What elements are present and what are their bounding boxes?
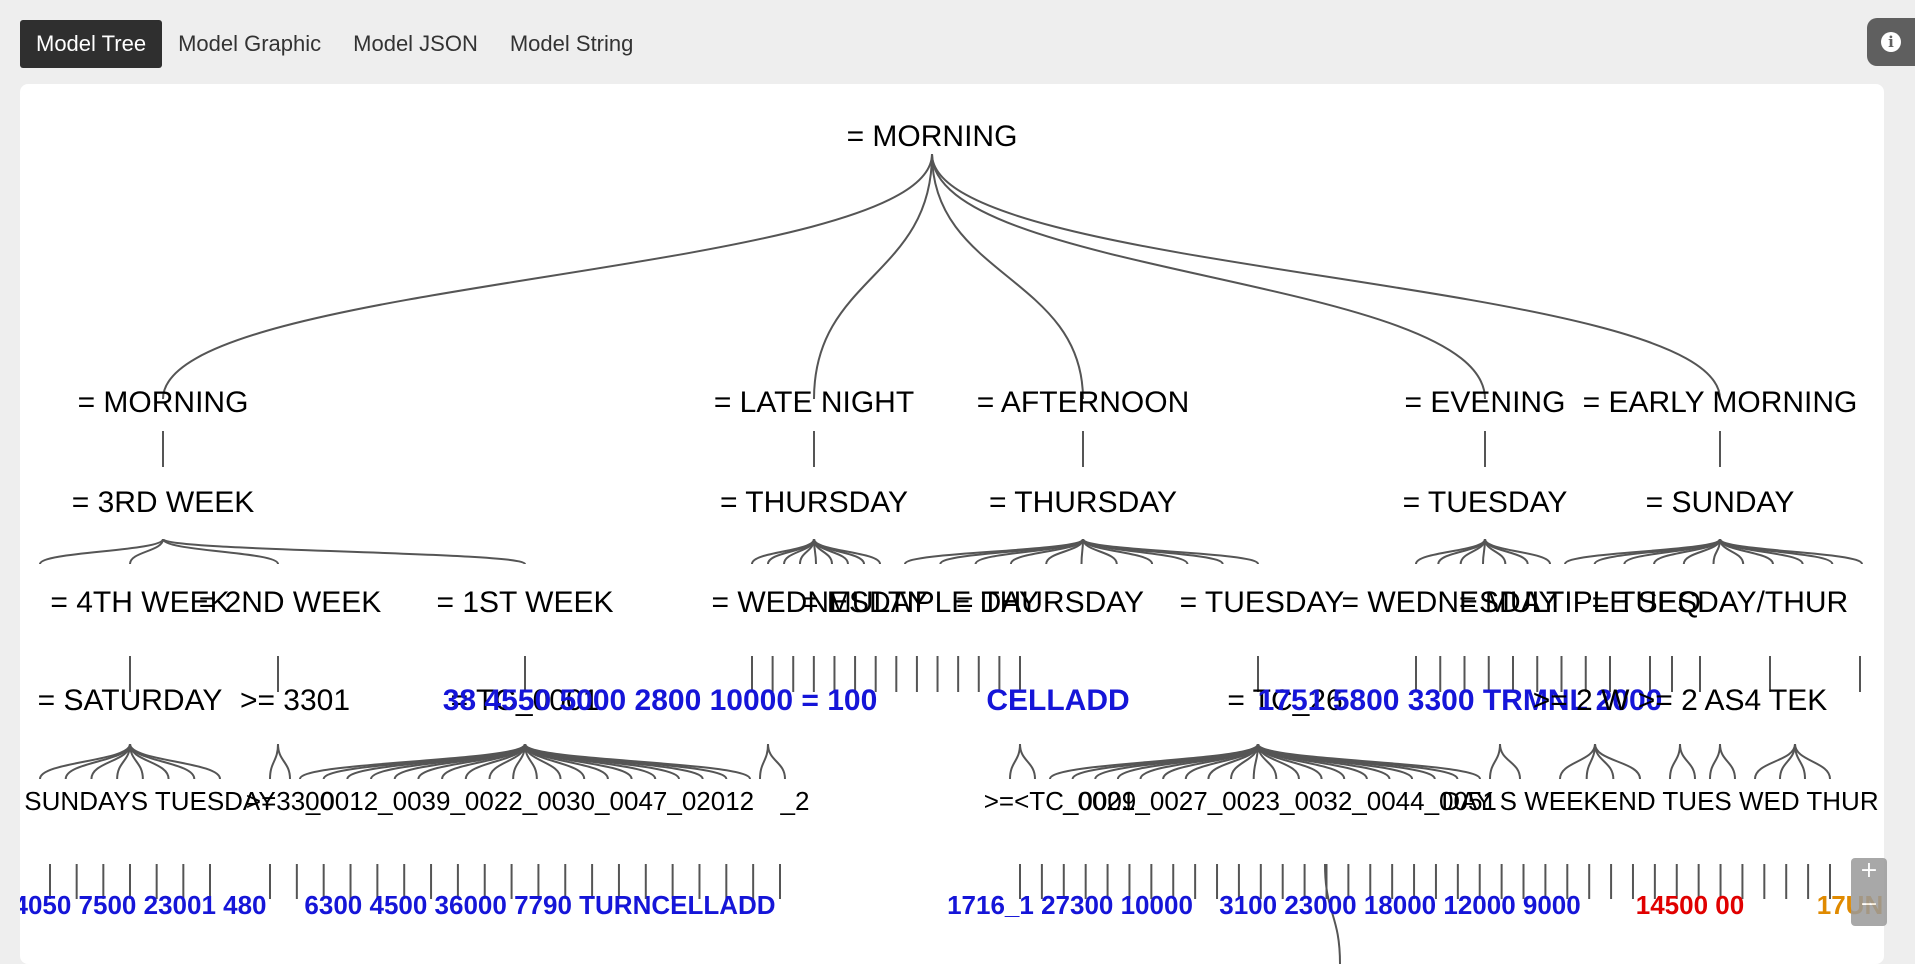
- zoom-out-button[interactable]: −: [1859, 892, 1879, 917]
- model-tree-svg[interactable]: = MORNING = MORNING = LATE NIGHT = AFTERNOO…: [20, 84, 1884, 964]
- tree-panel: = MORNING = MORNING = LATE NIGHT = AFTERNOO…: [20, 84, 1884, 964]
- tree-level5-label[interactable]: >=<TC_0009: [984, 786, 1137, 816]
- tree-node-label[interactable]: = 2ND WEEK: [199, 586, 382, 619]
- tree-level1-label[interactable]: = MORNING: [78, 386, 249, 419]
- tree-leaf-label[interactable]: CELLADD: [986, 684, 1129, 717]
- tree-node-label[interactable]: = TUESDAY: [1180, 586, 1345, 619]
- tree-node-label[interactable]: = 4TH WEEK: [50, 586, 229, 619]
- tree-edges: [39, 153, 1863, 964]
- tree-edge: [64, 743, 131, 780]
- tree-edge: [1564, 538, 1721, 565]
- tree-edge: [1669, 743, 1681, 780]
- tab-model-string[interactable]: Model String: [509, 31, 634, 56]
- tree-leaf-label[interactable]: 14500 00: [1636, 890, 1744, 920]
- tree-labels: = MORNING = MORNING = LATE NIGHT = AFTERNOO…: [20, 120, 1883, 920]
- tab-model-graphic[interactable]: Model Graphic: [178, 31, 322, 56]
- tree-edge: [162, 538, 279, 565]
- tree-edge: [1019, 743, 1036, 780]
- tree-leaf-label[interactable]: 4050 7500 23001 480: [20, 890, 267, 920]
- tree-edge: [524, 743, 680, 780]
- tree-level1-label[interactable]: = LATE NIGHT: [714, 386, 914, 419]
- tree-edge: [269, 743, 279, 780]
- tree-edge: [162, 153, 933, 400]
- zoom-in-button[interactable]: +: [1859, 858, 1879, 883]
- tree-level2-label[interactable]: = THURSDAY: [720, 486, 908, 519]
- tree-leaf-label[interactable]: 3100 23000 18000 12000 9000: [1219, 890, 1580, 920]
- tree-node-label[interactable]: = MULTIPLE DAY: [801, 586, 1039, 619]
- tree-leaf-label[interactable]: 38 4550 5000 2800 10000 = 100: [443, 684, 878, 717]
- tree-edge: [759, 743, 769, 780]
- tree-edge: [1679, 743, 1696, 780]
- tree-edge: [1499, 743, 1521, 780]
- tree-node-label[interactable]: = TUESDAY/THUR: [1592, 586, 1848, 619]
- tree-edge: [1009, 743, 1021, 780]
- tab-model-json[interactable]: Model JSON: [353, 31, 478, 56]
- tree-node-label[interactable]: = MULTIPLE SEQ: [1459, 586, 1701, 619]
- tree-edge: [1594, 743, 1641, 780]
- tree-edge: [751, 538, 815, 565]
- tree-leaf-label[interactable]: 1751 5800 3300 TRMNL 2000: [1258, 684, 1663, 717]
- info-button[interactable]: i: [1867, 18, 1915, 66]
- tree-node-label[interactable]: >= 3301: [240, 684, 350, 717]
- tree-edge: [931, 153, 1084, 400]
- tree-edge: [1257, 743, 1481, 780]
- tree-edge: [162, 538, 526, 565]
- tree-node-label[interactable]: = WEDNESDAY: [712, 586, 929, 619]
- tree-edge: [813, 153, 933, 400]
- tree-edge: [904, 538, 1084, 565]
- tree-edge: [813, 538, 881, 565]
- tree-edge: [1082, 538, 1259, 565]
- tree-node-label[interactable]: = TC_26: [1227, 684, 1342, 717]
- tree-level5-label[interactable]: >=3300: [246, 786, 334, 816]
- view-tabs: Model Tree Model Graphic Model JSON Mode…: [20, 20, 649, 68]
- tree-level5-label[interactable]: _0012_0039_0022_0030_0047_02012: [305, 786, 754, 816]
- tree-leaf-label[interactable]: >= 2 W >= 2 AS4 TEK: [1533, 684, 1828, 717]
- tree-leaf-label[interactable]: 6300 4500 36000 7790 TURNCELLADD: [304, 890, 775, 920]
- tree-edge: [1045, 538, 1084, 565]
- tree-edge: [524, 743, 751, 780]
- zoom-control[interactable]: + −: [1851, 858, 1887, 926]
- tree-edge: [39, 538, 164, 565]
- tree-level5-label[interactable]: _0021_0027_0023_0032_0044_0051: [1062, 786, 1497, 816]
- tree-edge: [1585, 743, 1596, 780]
- tree-edge: [1257, 743, 1414, 780]
- tree-edge: [277, 743, 291, 780]
- tree-edge: [931, 153, 1721, 400]
- tree-edge: [1709, 743, 1721, 780]
- tree-level1-label[interactable]: = AFTERNOON: [977, 386, 1190, 419]
- tree-level2-label[interactable]: = 3RD WEEK: [72, 486, 255, 519]
- tree-edge: [1719, 743, 1736, 780]
- tree-level5-label[interactable]: DAY S WEEKEND TUES WED THUR: [1441, 786, 1878, 816]
- tree-node-label[interactable]: = SATURDAY: [38, 684, 223, 717]
- tree-edge: [767, 743, 786, 780]
- tree-edge: [1719, 538, 1834, 565]
- tree-edge: [1754, 743, 1796, 780]
- tree-level1-label[interactable]: = EARLY MORNING: [1583, 386, 1858, 419]
- tree-edge: [1082, 538, 1224, 565]
- tree-edge: [129, 743, 221, 780]
- tree-edge: [1484, 538, 1551, 565]
- tree-edge: [1719, 538, 1863, 565]
- tree-level5-label[interactable]: _2: [780, 786, 810, 816]
- tree-node-label[interactable]: = TC_0001: [451, 684, 600, 717]
- tree-edge: [931, 153, 1486, 400]
- tree-node-label[interactable]: = THURSDAY: [956, 586, 1144, 619]
- tree-edge: [129, 538, 164, 565]
- tree-level1-label[interactable]: = EVENING: [1405, 386, 1566, 419]
- tab-model-tree[interactable]: Model Tree: [20, 20, 163, 68]
- tree-edge: [129, 743, 196, 780]
- tree-edge: [370, 743, 526, 780]
- tree-level5-label[interactable]: SUNDAYS TUESDAY: [24, 786, 275, 816]
- tree-edge: [1794, 743, 1831, 780]
- tree-root-label[interactable]: = MORNING: [847, 120, 1018, 153]
- tree-edge: [39, 743, 131, 780]
- tree-node-label[interactable]: = 1ST WEEK: [436, 586, 613, 619]
- tree-level2-label[interactable]: = SUNDAY: [1646, 486, 1795, 519]
- info-icon: i: [1881, 32, 1901, 52]
- tree-level2-label[interactable]: = TUESDAY: [1403, 486, 1568, 519]
- tree-leaf-label[interactable]: 1716_1 27300 10000: [947, 890, 1193, 920]
- tree-node-label[interactable]: = WEDNESDAY: [1342, 586, 1559, 619]
- tree-edge: [1489, 743, 1501, 780]
- tree-level2-label[interactable]: = THURSDAY: [989, 486, 1177, 519]
